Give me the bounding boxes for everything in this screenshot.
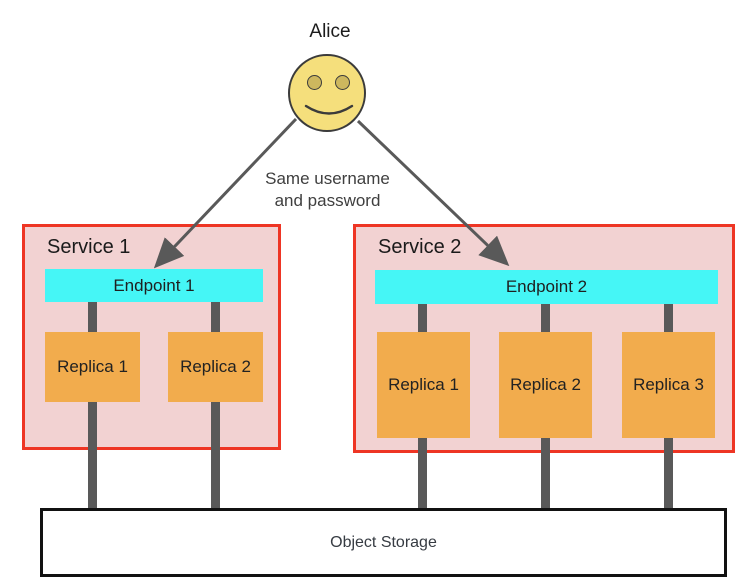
connector-s1-replica2-storage — [211, 400, 220, 511]
connector-s2-replica3-storage — [664, 436, 673, 511]
connector-s2-endpoint-replica1 — [418, 303, 427, 333]
annotation-line2: and password — [274, 191, 381, 210]
connector-s2-replica1-storage — [418, 436, 427, 511]
connector-s2-replica2-storage — [541, 436, 550, 511]
service2-replica1: Replica 1 — [377, 332, 470, 438]
face-smile — [304, 104, 354, 115]
person-name-label: Alice — [309, 21, 351, 42]
service1-endpoint: Endpoint 1 — [45, 269, 263, 302]
connector-s2-endpoint-replica2 — [541, 303, 550, 333]
annotation-text: Same username and password — [230, 168, 425, 212]
face-right-eye — [335, 75, 350, 90]
service2-title: Service 2 — [378, 236, 462, 258]
annotation-line1: Same username — [265, 169, 390, 188]
service2-replica3: Replica 3 — [622, 332, 715, 438]
connector-s1-endpoint-replica1 — [88, 301, 97, 333]
service2-replica2: Replica 2 — [499, 332, 592, 438]
service1-title: Service 1 — [47, 236, 131, 258]
service2-endpoint: Endpoint 2 — [375, 270, 718, 304]
person-face-icon — [288, 54, 366, 132]
connector-s1-endpoint-replica2 — [211, 301, 220, 333]
service1-replica2: Replica 2 — [168, 332, 263, 402]
service1-replica1: Replica 1 — [45, 332, 140, 402]
object-storage-label: Object Storage — [330, 533, 437, 551]
face-left-eye — [307, 75, 322, 90]
connector-s2-endpoint-replica3 — [664, 303, 673, 333]
object-storage-box: Object Storage — [40, 508, 727, 577]
connector-s1-replica1-storage — [88, 400, 97, 511]
